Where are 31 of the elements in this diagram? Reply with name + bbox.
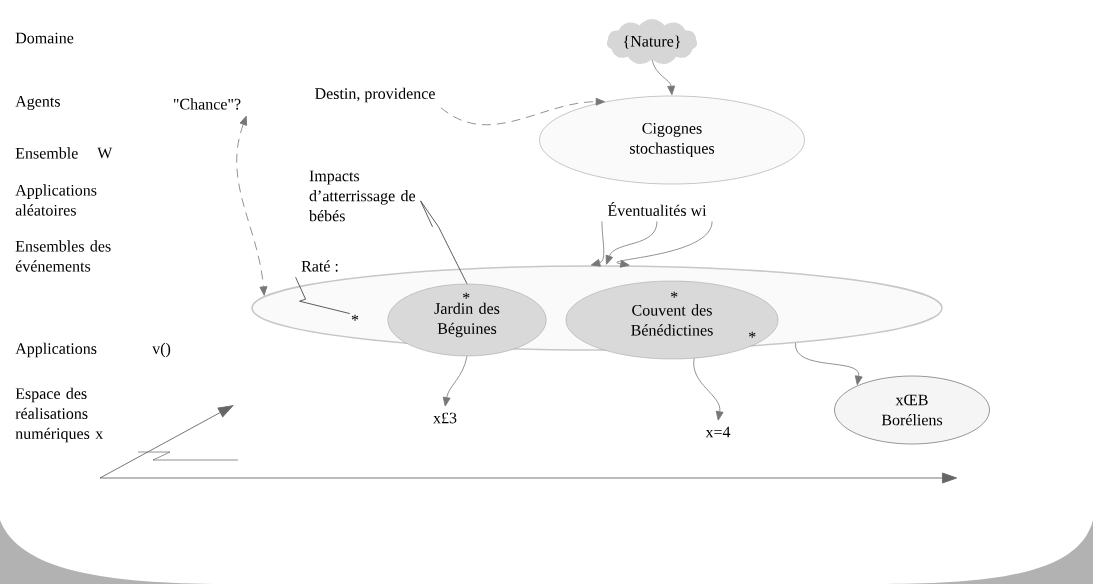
label: Applications aléatoires: [15, 184, 97, 216]
label: Espace des réalisations numériques x: [15, 387, 103, 443]
arrow: [442, 355, 468, 407]
label: *: [671, 291, 678, 298]
label: Ensembles des événements: [15, 240, 111, 272]
asterisk: *: [351, 314, 359, 321]
leader-line: [420, 200, 468, 285]
label: *: [749, 331, 756, 338]
text: x=4: [705, 426, 731, 438]
label: Ensemble: [15, 147, 78, 159]
arrow: [651, 59, 676, 96]
text: Destin, providence: [315, 87, 435, 103]
arrow: [236, 115, 268, 296]
label: v(): [152, 342, 171, 358]
label: *: [463, 292, 470, 299]
label: W: [97, 147, 113, 159]
arrow: [616, 221, 713, 268]
label: Applications: [15, 342, 97, 358]
text: Raté :: [301, 260, 338, 272]
text: "Chance"?: [173, 98, 241, 110]
arrow: [605, 221, 658, 265]
arrow: [795, 342, 863, 386]
arrow: [590, 221, 605, 267]
arrow: [440, 97, 605, 126]
leader-line: [295, 276, 351, 314]
label: Domaine: [15, 32, 74, 44]
text: x£3: [433, 412, 457, 424]
text: Impacts d’atterrissage de bébés: [309, 170, 416, 222]
label: Agents: [15, 96, 60, 110]
arrow: [693, 357, 724, 421]
text: Éventualités wi: [607, 202, 707, 216]
